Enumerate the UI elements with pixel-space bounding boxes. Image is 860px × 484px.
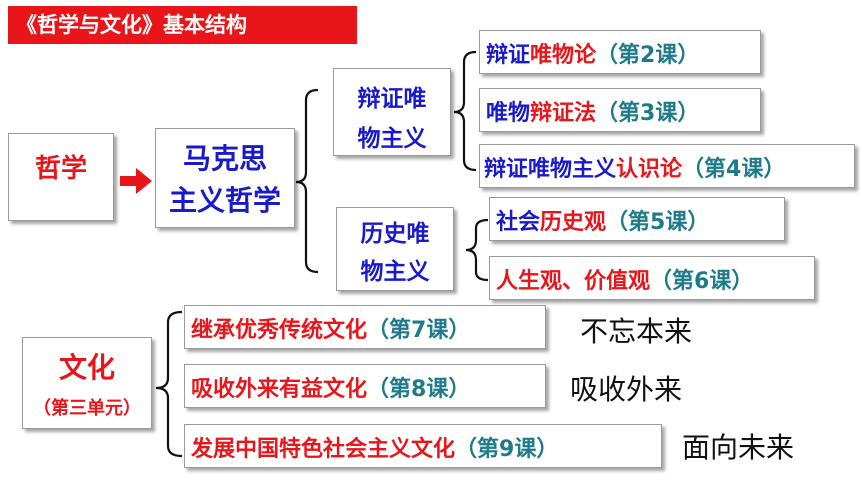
marxist-line2: 主义哲学 (168, 184, 281, 217)
lesson-5-text: 社会历史观（第5课） (496, 204, 709, 236)
lesson-box-9: 发展中国特色社会主义文化（第9课） (184, 424, 662, 468)
historical-line2: 物主义 (360, 259, 430, 285)
lesson-box-4: 辩证唯物主义认识论（第4课） (479, 144, 855, 188)
lesson-4-text: 辩证唯物主义认识论（第4课） (484, 151, 785, 183)
lesson-6-part-b: （第6课） (650, 269, 754, 294)
lesson-5-part-a: 社会 (496, 210, 541, 235)
historical-line1: 历史唯 (360, 221, 430, 247)
lesson-4-part-c: （第4课） (682, 157, 786, 182)
lesson-7-text: 继承优秀传统文化（第7课） (191, 312, 470, 344)
brace-icon (295, 88, 319, 274)
lesson-9-note: 面向未来 (682, 431, 795, 464)
lesson-2-part-b: 唯物论 (530, 43, 597, 68)
lesson-4-part-a: 辩证唯物主义 (484, 157, 617, 182)
lesson-3-part-b: 辩证法 (530, 101, 597, 126)
marxist-line1: 马克思 (182, 142, 267, 175)
philosophy-root-box: 哲学 (8, 133, 114, 221)
lesson-3-part-a: 唯物 (486, 101, 531, 126)
lesson-9-text: 发展中国特色社会主义文化（第9课） (191, 431, 558, 463)
lesson-7-part-a: 继承优秀传统文化 (191, 318, 368, 343)
lesson-2-part-c: （第2课） (596, 43, 700, 68)
lesson-8-part-b: （第8课） (367, 377, 471, 402)
brace-icon (155, 310, 183, 458)
lesson-box-2: 辩证唯物论（第2课） (479, 30, 761, 74)
lesson-box-5: 社会历史观（第5课） (489, 197, 785, 241)
lesson-8-note: 吸收外来 (570, 373, 683, 406)
philosophy-root-label: 哲学 (34, 154, 87, 184)
lesson-8-part-a: 吸收外来有益文化 (191, 377, 368, 402)
lesson-8-text: 吸收外来有益文化（第8课） (191, 371, 470, 403)
lesson-7-note: 不忘本来 (580, 315, 693, 348)
brace-icon (453, 50, 477, 172)
culture-unit-label: （第三单元） (33, 398, 141, 419)
dialectical-materialism-box: 辩证唯 物主义 (333, 68, 451, 156)
right-arrow-icon (120, 168, 152, 194)
historical-materialism-box: 历史唯 物主义 (336, 207, 454, 291)
lesson-3-part-c: （第3课） (596, 101, 700, 126)
culture-root-box: 文化 （第三单元） (22, 337, 152, 429)
lesson-6-part-a: 人生观、价值观 (496, 269, 651, 294)
lesson-6-text: 人生观、价值观（第6课） (496, 263, 753, 295)
lesson-box-8: 吸收外来有益文化（第8课） (184, 364, 546, 408)
lesson-5-part-c: （第5课） (606, 210, 710, 235)
lesson-9-part-b: （第9课） (455, 437, 559, 462)
lesson-2-part-a: 辩证 (486, 43, 531, 68)
lesson-5-part-b: 历史观 (540, 210, 607, 235)
lesson-box-3: 唯物辩证法（第3课） (479, 88, 761, 132)
lesson-box-7: 继承优秀传统文化（第7课） (184, 305, 546, 349)
lesson-box-6: 人生观、价值观（第6课） (489, 256, 815, 300)
lesson-3-text: 唯物辩证法（第3课） (486, 95, 699, 127)
lesson-2-text: 辩证唯物论（第2课） (486, 37, 699, 69)
dialectical-line1: 辩证唯 (357, 86, 427, 112)
lesson-9-part-a: 发展中国特色社会主义文化 (191, 437, 456, 462)
brace-icon (465, 218, 489, 282)
dialectical-line2: 物主义 (357, 126, 427, 152)
marxist-philosophy-box: 马克思 主义哲学 (155, 128, 295, 228)
lesson-7-part-b: （第7课） (367, 318, 471, 343)
culture-root-label: 文化 (58, 351, 115, 384)
page-title: 《哲学与文化》基本结构 (8, 6, 357, 44)
lesson-4-part-b: 认识论 (616, 157, 683, 182)
